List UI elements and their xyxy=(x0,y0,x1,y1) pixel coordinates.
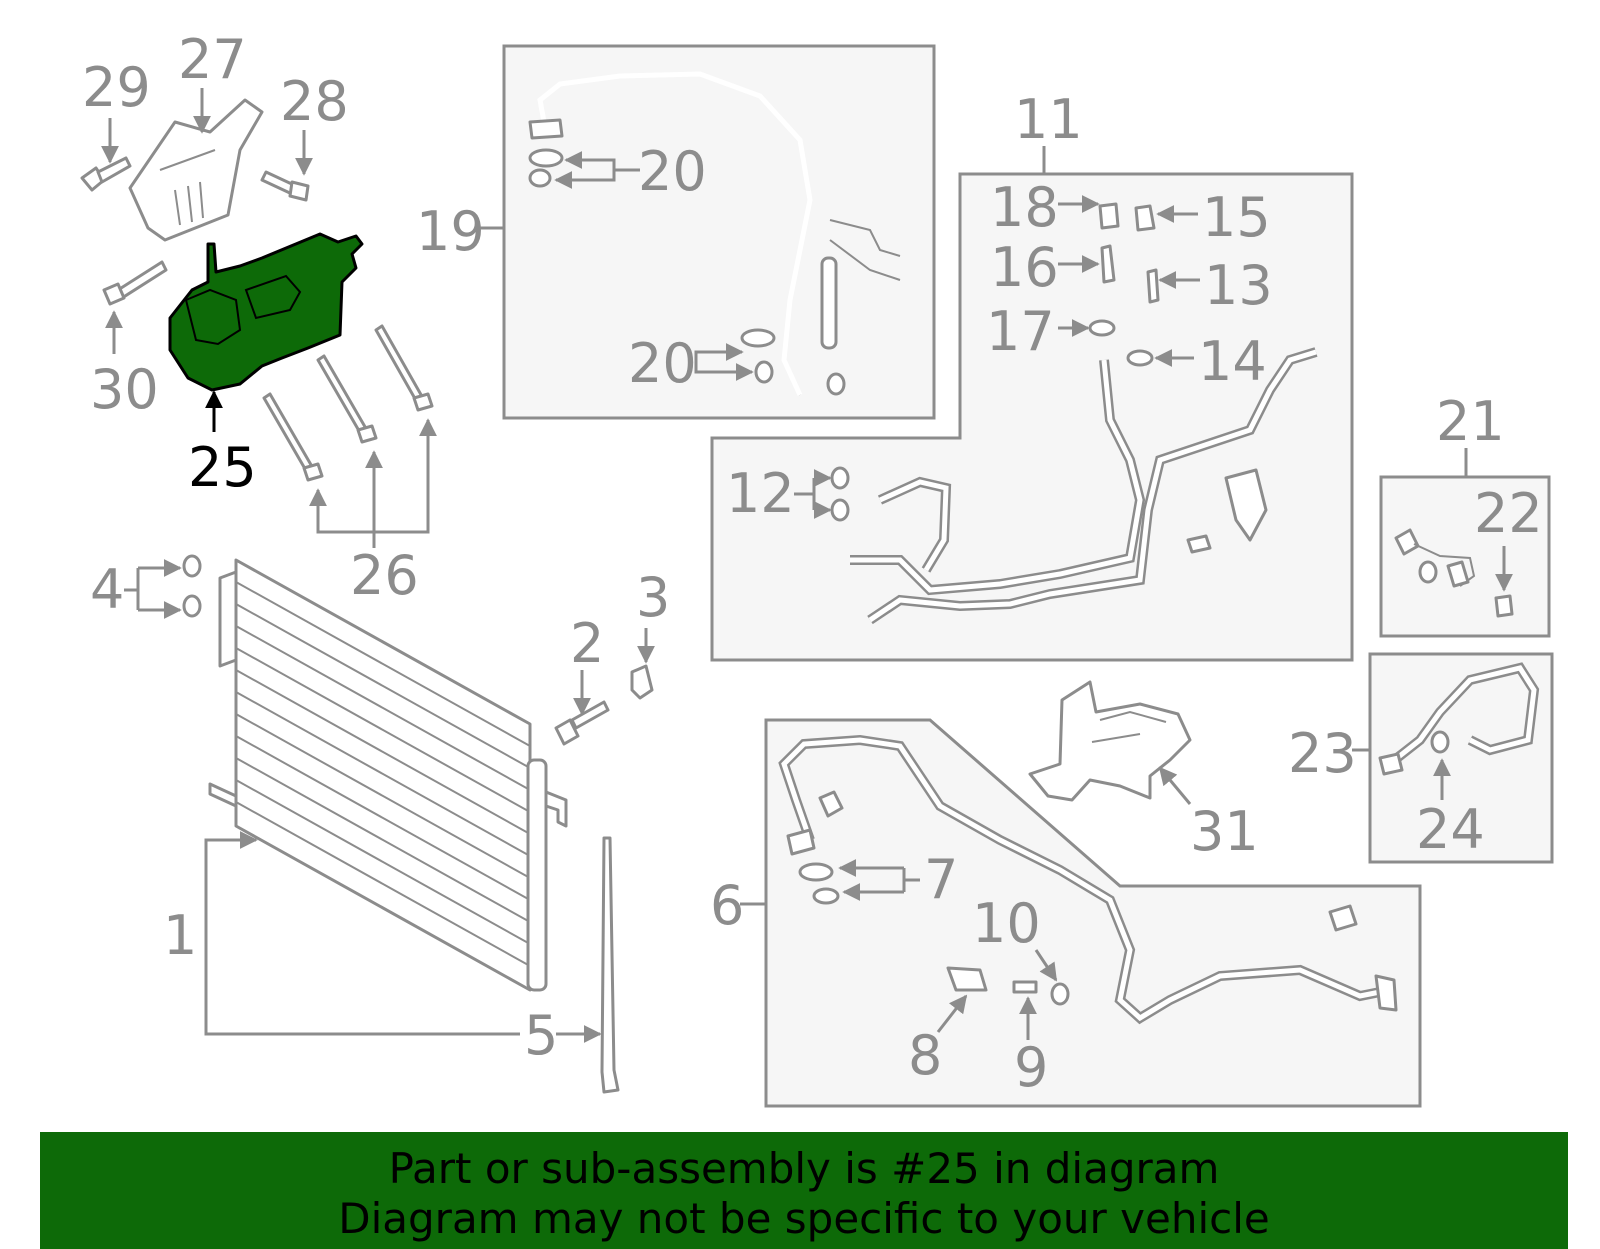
callout-29: 29 xyxy=(82,56,151,119)
seals-part-20-upper xyxy=(528,148,564,188)
callout-7: 7 xyxy=(924,848,958,911)
callout-21: 21 xyxy=(1436,390,1505,453)
hose-part-23 xyxy=(1378,662,1540,776)
seals-part-4 xyxy=(182,554,202,618)
callout-20-upper: 20 xyxy=(638,140,707,203)
callout-28: 28 xyxy=(280,70,349,133)
callout-20-lower: 20 xyxy=(628,332,697,395)
leader-8 xyxy=(936,994,968,1033)
banner-line-2: Diagram may not be specific to your vehi… xyxy=(338,1194,1270,1243)
leader-10 xyxy=(1034,949,1058,982)
callout-23: 23 xyxy=(1288,722,1357,785)
callout-labels: 1 2 3 4 5 6 7 8 9 10 11 12 13 14 15 16 1… xyxy=(82,28,1543,1099)
callout-5: 5 xyxy=(524,1004,558,1067)
callout-11: 11 xyxy=(1014,88,1083,151)
box-6-line-assembly xyxy=(764,718,1422,1108)
box-21 xyxy=(1379,475,1551,638)
leader-31 xyxy=(1158,766,1192,805)
callout-26: 26 xyxy=(350,544,419,607)
seals-part-12 xyxy=(830,466,850,522)
bolt-part-29 xyxy=(80,156,132,192)
callout-30: 30 xyxy=(90,358,159,421)
bracket-part-31 xyxy=(1028,680,1192,802)
callout-17: 17 xyxy=(986,300,1055,363)
parts-diagram: 1 2 3 4 5 6 7 8 9 10 11 12 13 14 15 16 1… xyxy=(80,28,1554,1108)
callout-13: 13 xyxy=(1204,254,1273,317)
line-assembly-part-6 xyxy=(778,734,1398,1025)
callout-31: 31 xyxy=(1190,800,1259,863)
banner-line-1: Part or sub-assembly is #25 in diagram xyxy=(388,1144,1220,1193)
callout-16: 16 xyxy=(990,236,1059,299)
callout-1: 1 xyxy=(163,904,197,967)
leader-4 xyxy=(124,566,178,612)
compressor-part-25-highlighted[interactable] xyxy=(168,232,364,392)
switch-parts-8-9-10 xyxy=(946,966,1070,1006)
bracket-part-27 xyxy=(128,98,264,242)
callout-6: 6 xyxy=(710,874,744,937)
callout-22: 22 xyxy=(1474,482,1543,545)
clip-part-3 xyxy=(630,664,654,700)
bolt-part-28 xyxy=(260,170,310,202)
bolt-part-30 xyxy=(102,260,168,306)
callout-15: 15 xyxy=(1202,186,1271,249)
seals-part-20-lower xyxy=(740,328,846,396)
callout-3: 3 xyxy=(636,566,670,629)
bolts-part-26 xyxy=(262,324,434,482)
line-assembly-part-11 xyxy=(850,347,1318,625)
callout-12: 12 xyxy=(726,462,795,525)
strip-part-5 xyxy=(600,836,620,1094)
callout-10: 10 xyxy=(972,892,1041,955)
condenser-part-1 xyxy=(208,558,568,992)
seals-part-7 xyxy=(798,862,840,905)
info-banner: Part or sub-assembly is #25 in diagram D… xyxy=(40,1132,1568,1249)
sensor-parts-13-18 xyxy=(1088,202,1160,367)
callout-4: 4 xyxy=(90,558,124,621)
callout-25: 25 xyxy=(188,436,257,499)
box-19-hose xyxy=(502,44,936,420)
leader-1 xyxy=(204,831,258,930)
sensor-harness-part-21 xyxy=(1394,528,1514,618)
callout-24: 24 xyxy=(1416,798,1485,861)
callout-14: 14 xyxy=(1198,330,1267,393)
bolt-part-2 xyxy=(554,700,610,746)
callout-8: 8 xyxy=(908,1024,942,1087)
hose-part-19 xyxy=(528,71,901,397)
callout-18: 18 xyxy=(990,176,1059,239)
callout-2: 2 xyxy=(570,612,604,675)
callout-27: 27 xyxy=(178,28,247,91)
callout-19: 19 xyxy=(416,200,485,263)
callout-9: 9 xyxy=(1014,1036,1048,1099)
